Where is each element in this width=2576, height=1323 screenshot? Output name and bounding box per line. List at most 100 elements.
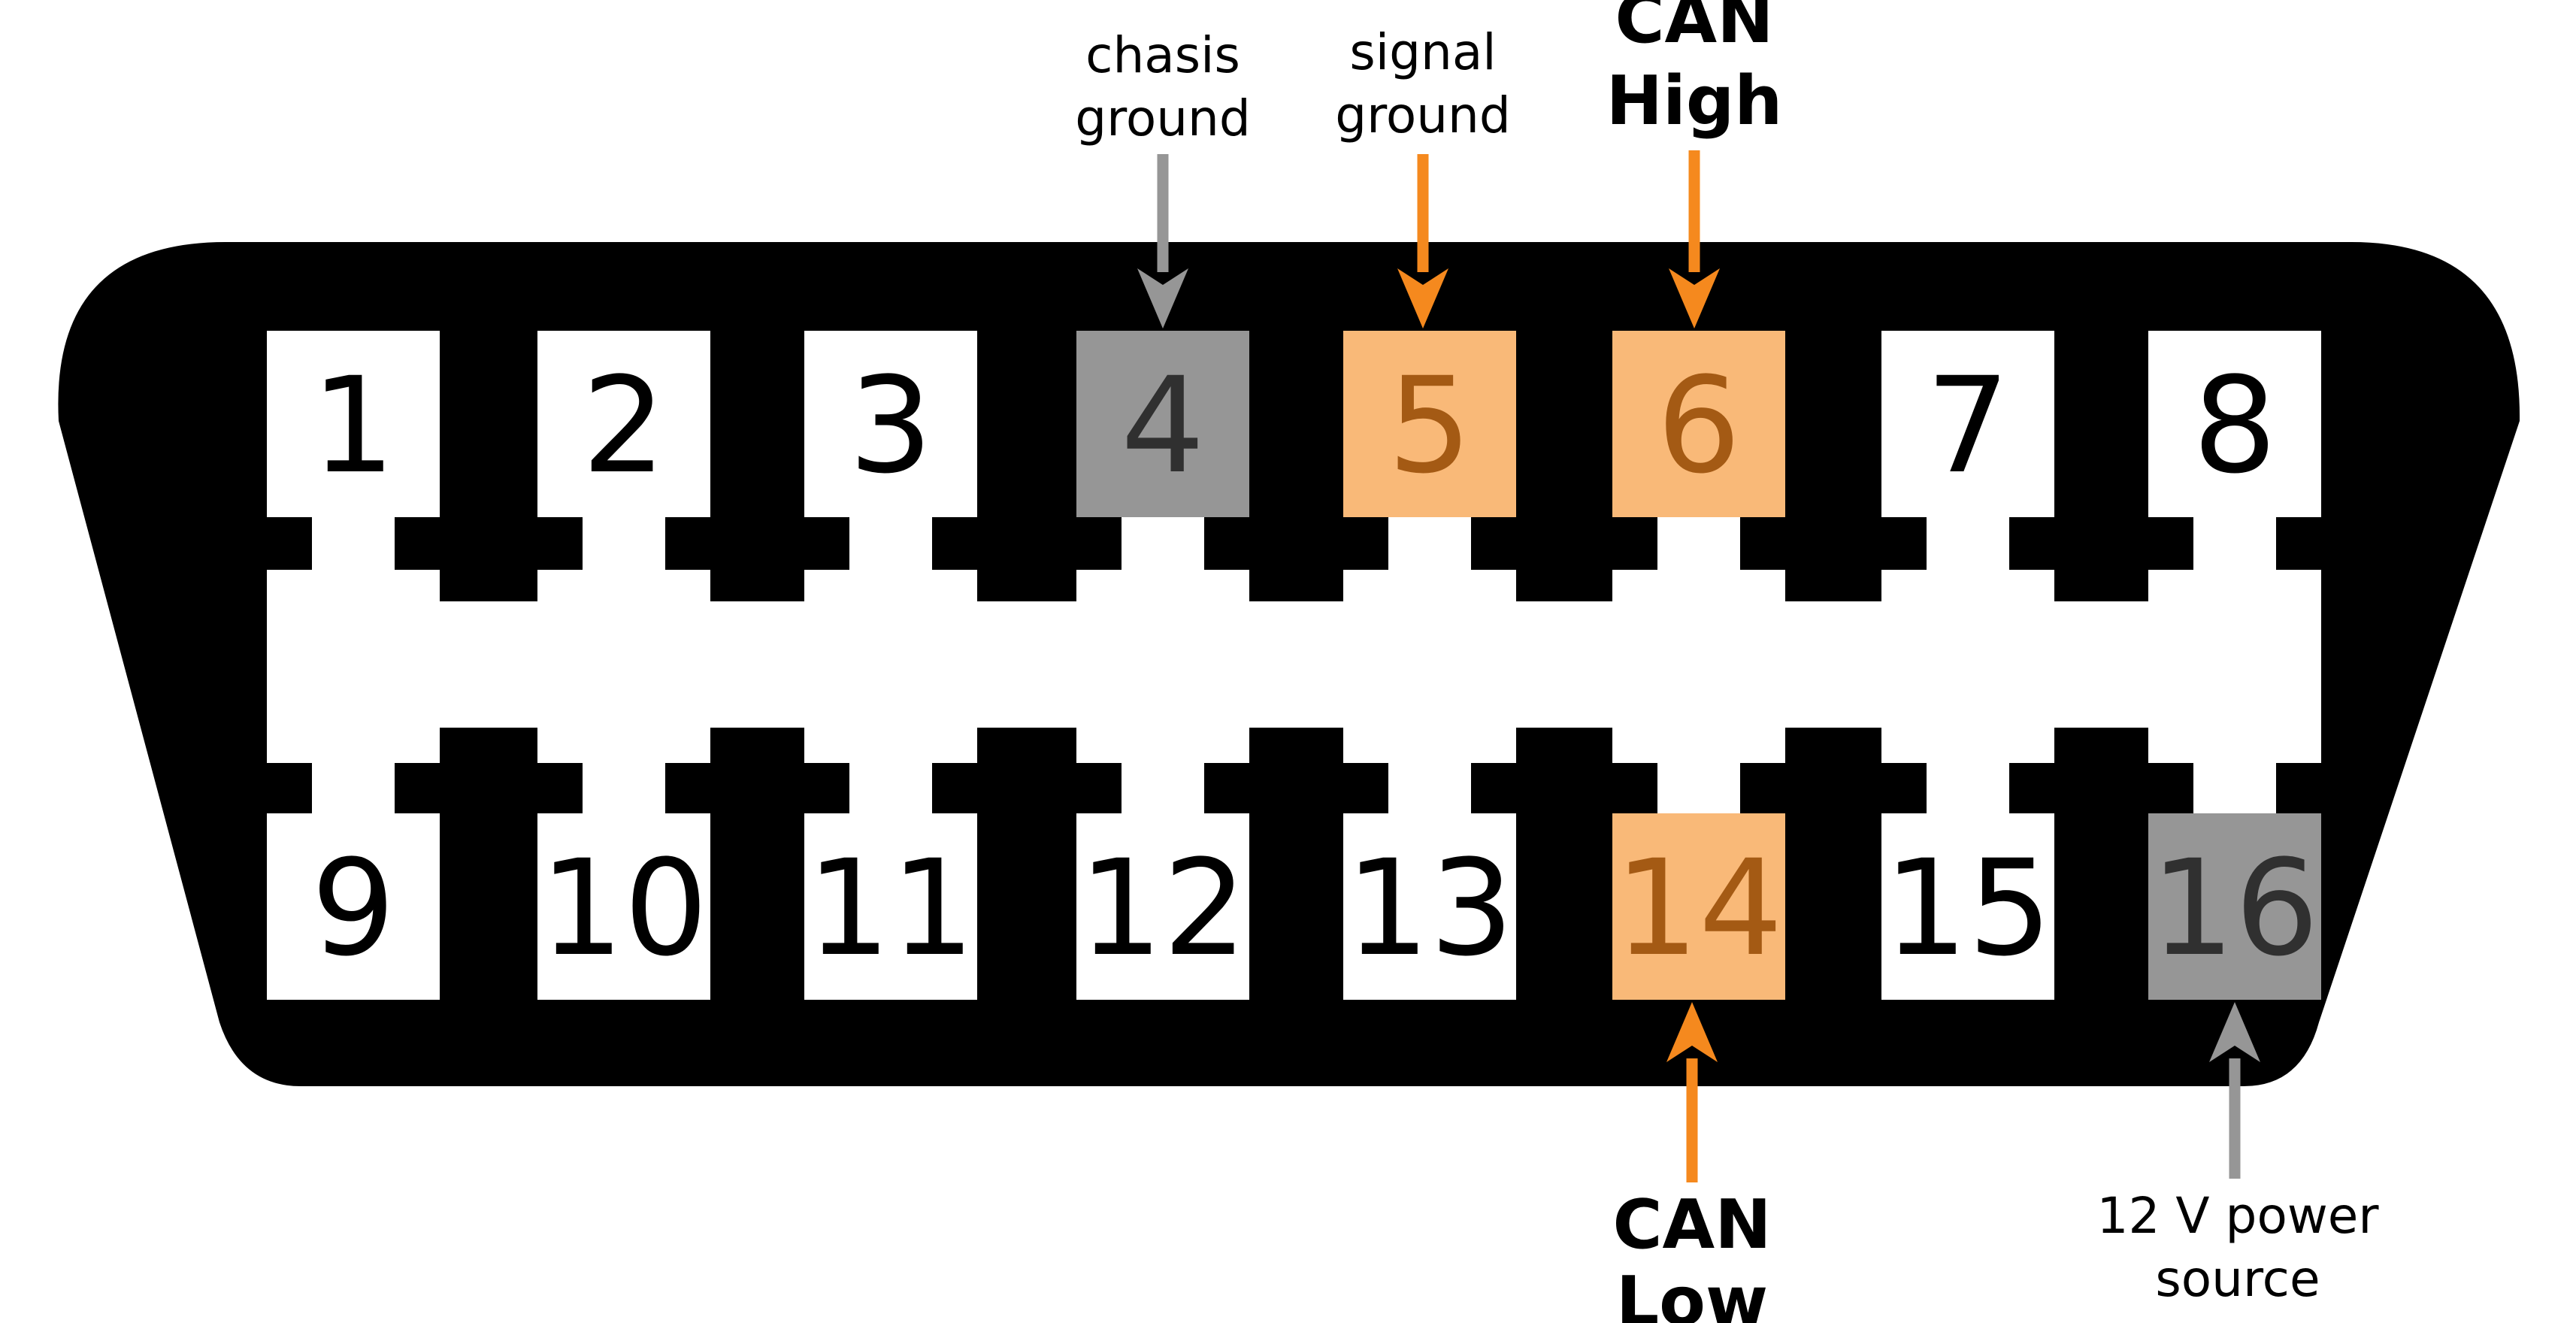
channel-tooth-lower <box>1471 763 1657 813</box>
pin-13-box <box>1343 813 1516 1000</box>
pin-11-box <box>804 813 977 1000</box>
pin-neck-upper <box>2193 517 2276 571</box>
pin-2-number: 2 <box>582 349 666 503</box>
channel-tooth-upper <box>1471 519 1657 570</box>
pin-5-number: 5 <box>1388 349 1472 503</box>
pin-12: 12 <box>1076 813 1249 1000</box>
arrow-pin16-head <box>2209 1002 2260 1062</box>
pin-neck-upper <box>849 517 932 571</box>
pin-9: 9 <box>267 813 440 1000</box>
arrow-pin6 <box>1669 150 1720 328</box>
pin-neck-lower <box>2193 722 2276 813</box>
channel-tooth-upper <box>2009 519 2193 570</box>
arrow-pin4-head <box>1137 268 1188 328</box>
pin-6-number: 6 <box>1657 349 1741 503</box>
pin-11-number: 11 <box>807 831 975 985</box>
arrow-pin14 <box>1666 1002 1718 1182</box>
pin-10-box <box>537 813 710 1000</box>
pin-8: 8 <box>2148 331 2321 517</box>
pin-14: 14 <box>1612 813 1785 1000</box>
label-pin6-line1: CAN <box>1615 0 1773 59</box>
pin-1-number: 1 <box>311 349 395 503</box>
pin-3: 3 <box>804 331 977 517</box>
arrow-pin5-head <box>1397 268 1448 328</box>
label-pin6-line2: High <box>1606 62 1783 141</box>
channel-tooth-upper-step <box>710 570 804 601</box>
pin-11: 11 <box>804 813 977 1000</box>
pin-neck-upper <box>1657 517 1740 571</box>
channel-tooth-lower-step <box>710 728 804 763</box>
pin-12-box <box>1076 813 1249 1000</box>
arrow-pin16 <box>2209 1002 2260 1179</box>
label-pin16-line2: source <box>2155 1250 2320 1308</box>
channel-tooth-upper <box>1204 519 1388 570</box>
channel-tooth-upper <box>395 519 583 570</box>
channel-tooth-upper <box>932 519 1122 570</box>
label-pin6: CAN High <box>1606 0 1783 141</box>
pin-14-box <box>1612 813 1785 1000</box>
channel-tooth-lower <box>1740 763 1927 813</box>
channel-tooth-lower <box>395 763 583 813</box>
pin-neck-lower <box>849 722 932 813</box>
pin-4-box <box>1076 331 1249 517</box>
label-pin5-line2: ground <box>1335 86 1511 144</box>
pin-15: 15 <box>1881 813 2054 1000</box>
pin-3-number: 3 <box>849 349 933 503</box>
pin-7-box <box>1881 331 2054 517</box>
pin-16-box <box>2148 813 2321 1000</box>
pin-neck-lower <box>1122 722 1204 813</box>
channel-tooth-upper <box>665 519 849 570</box>
pin-7-number: 7 <box>1926 349 2010 503</box>
pin-6-box <box>1612 331 1785 517</box>
pin-9-box <box>267 813 440 1000</box>
label-pin5-line1: signal <box>1349 23 1496 81</box>
pin-16: 16 <box>2148 813 2321 1000</box>
pin-10-number: 10 <box>540 831 708 985</box>
label-pin5: signal ground <box>1335 23 1511 144</box>
pin-13: 13 <box>1343 813 1516 1000</box>
pin-neck-lower <box>1388 722 1471 813</box>
channel-tooth-lower-step <box>1249 728 1343 763</box>
channel-tooth-upper <box>1740 519 1927 570</box>
label-pin4-line1: chasis <box>1085 26 1240 84</box>
arrow-pin14-head <box>1666 1002 1718 1062</box>
pin-4-number: 4 <box>1121 349 1205 503</box>
pin-neck-lower <box>583 722 665 813</box>
channel-tooth-lower-step <box>977 728 1076 763</box>
pin-neck-upper <box>583 517 665 571</box>
channel-tooth-upper-step <box>1785 570 1881 601</box>
channel-tooth-lower-step <box>440 728 537 763</box>
label-pin4: chasis ground <box>1075 26 1251 147</box>
pin-2: 2 <box>537 331 710 517</box>
pin-neck-upper <box>1122 517 1204 571</box>
pin-9-number: 9 <box>311 831 395 985</box>
channel-tooth-lower <box>2009 763 2193 813</box>
pin-14-number: 14 <box>1615 831 1783 985</box>
pin-5-box <box>1343 331 1516 517</box>
channel-tooth-lower <box>665 763 849 813</box>
pin-5: 5 <box>1343 331 1516 517</box>
arrow-pin5 <box>1397 154 1448 328</box>
pin-neck-upper <box>1388 517 1471 571</box>
channel-tooth-upper-step <box>1249 570 1343 601</box>
channel-notch-right-lower <box>2276 763 2321 813</box>
channel-tooth-upper-step <box>2054 570 2148 601</box>
arrow-pin6-head <box>1669 268 1720 328</box>
pin-neck-lower <box>312 722 395 813</box>
channel-notch-right-upper <box>2276 519 2321 570</box>
pin-10: 10 <box>537 813 710 1000</box>
pin-12-number: 12 <box>1079 831 1247 985</box>
label-pin14-line1: CAN <box>1612 1185 1771 1264</box>
channel-notch-left-lower <box>267 763 312 813</box>
label-pin4-line2: ground <box>1075 89 1251 147</box>
pin-neck-upper <box>1927 517 2009 571</box>
channel-tooth-lower-step <box>1516 728 1612 763</box>
pin-4: 4 <box>1076 331 1249 517</box>
channel-tooth-upper-step <box>1516 570 1612 601</box>
pin-15-number: 15 <box>1884 831 2052 985</box>
pin-15-box <box>1881 813 2054 1000</box>
arrow-pin4 <box>1137 154 1188 328</box>
label-pin14-line2: Low <box>1616 1262 1768 1323</box>
channel-tooth-lower <box>932 763 1122 813</box>
